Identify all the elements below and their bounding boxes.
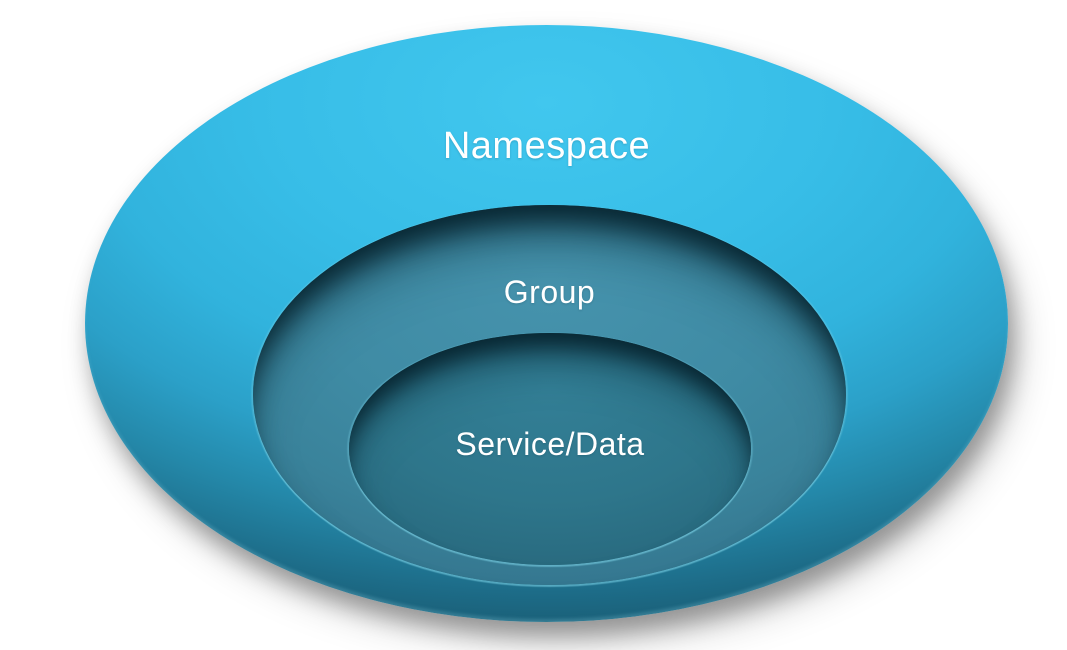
namespace-label: Namespace (442, 125, 651, 167)
service-data-ellipse: Service/Data (349, 333, 751, 565)
service-data-label: Service/Data (455, 426, 645, 462)
namespace-ellipse: Namespace Group Service/Data (85, 25, 1008, 622)
group-ellipse: Group Service/Data (253, 205, 846, 585)
group-label: Group (503, 274, 596, 310)
